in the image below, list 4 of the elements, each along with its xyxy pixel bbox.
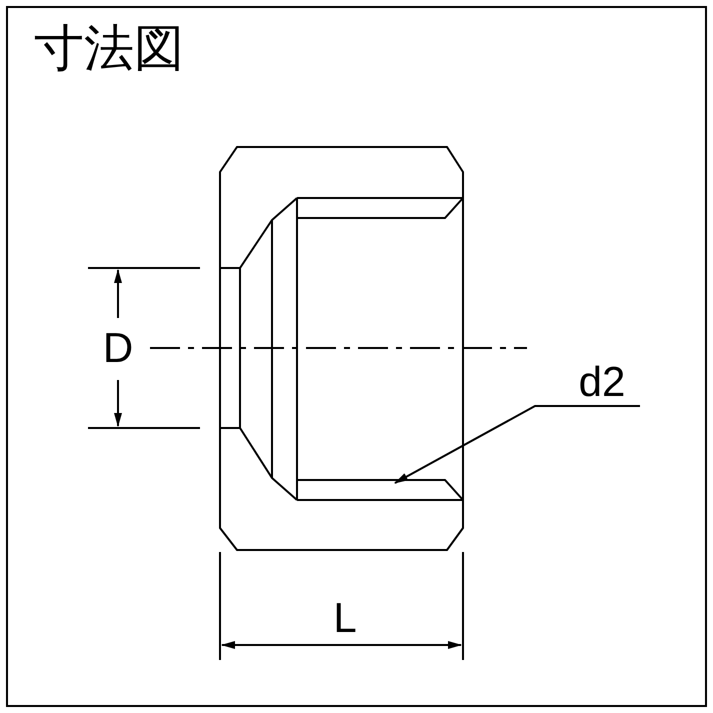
fitting-drawing — [219, 146, 464, 551]
dimension-label: d2 — [562, 358, 642, 406]
title: 寸法図 — [34, 18, 184, 78]
leader-line — [394, 405, 640, 484]
